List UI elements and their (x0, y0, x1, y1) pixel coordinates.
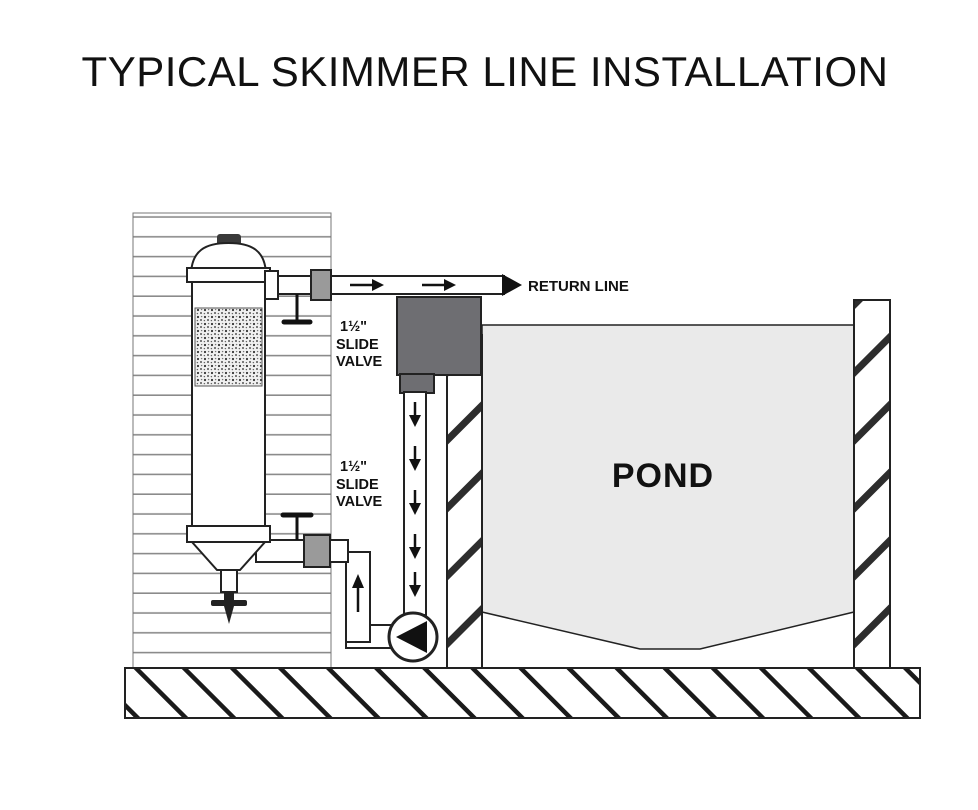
pump (387, 611, 439, 663)
filter-bottom-cone (189, 541, 268, 571)
outlet-flange (264, 270, 279, 300)
filter-top-ring (186, 267, 271, 283)
valve-bottom-size: 1½" (340, 459, 367, 475)
riser-flow-arrow (352, 574, 364, 612)
union-fitting-bottom (303, 534, 331, 568)
skimmer-outlet-neck (399, 373, 435, 394)
pond-wall-right (853, 299, 891, 669)
filter-bottom-ring (186, 525, 271, 543)
pond-label: POND (612, 457, 714, 495)
valve-bottom-line2: VALVE (336, 494, 383, 510)
return-end-arrow (502, 274, 522, 296)
return-line-label: RETURN LINE (528, 278, 629, 295)
filter-drain-pipe (220, 569, 238, 593)
diagram-title: TYPICAL SKIMMER LINE INSTALLATION (82, 48, 889, 95)
valve-top-line1: SLIDE (336, 337, 379, 353)
outlet-pipe (277, 275, 312, 295)
slide-valve-bottom-label: 1½" SLIDE VALVE (336, 459, 383, 510)
valve-top-line2: VALVE (336, 354, 383, 370)
filter-inlet-pipe (255, 539, 349, 563)
ground (124, 667, 921, 719)
filter-media (194, 307, 263, 387)
suction-flow-arrows (409, 402, 421, 597)
slide-valve-top-label: 1½" SLIDE VALVE (336, 319, 383, 370)
slide-valve-bottom (280, 512, 314, 540)
slide-valve-top (281, 294, 313, 325)
valve-top-size: 1½" (340, 319, 367, 335)
drain-valve (211, 592, 247, 624)
valve-bottom-line1: SLIDE (336, 477, 379, 493)
union-fitting-top (310, 269, 332, 301)
pond-wall-left (446, 334, 483, 669)
return-flow-arrows (350, 274, 522, 296)
skimmer-box (396, 296, 482, 376)
filter-canister (186, 234, 271, 624)
